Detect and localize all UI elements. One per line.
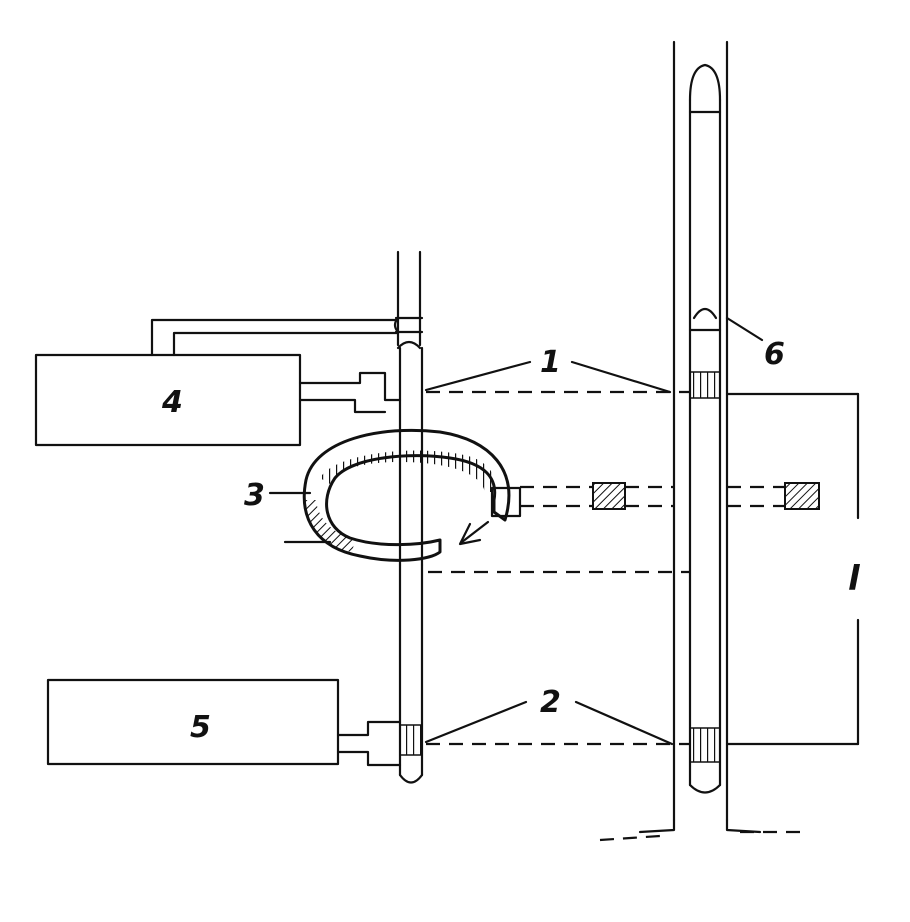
rotation-arrow xyxy=(458,520,490,546)
right-outer-tube xyxy=(638,40,762,834)
horseshoe-magnet xyxy=(302,428,522,562)
right-inner-rod xyxy=(688,63,722,794)
magnet-cross-sections xyxy=(592,482,820,510)
dimension-line-l: l xyxy=(848,392,861,746)
dashed-lines xyxy=(426,390,860,842)
box-4-wires xyxy=(150,318,402,414)
left-rod-lower-coil xyxy=(399,724,423,756)
box-4-label: 4 xyxy=(161,385,183,420)
right-rod-lower-coil xyxy=(689,727,721,763)
label-6-group: 6 xyxy=(725,316,785,372)
label-3-leader xyxy=(268,491,332,544)
box-5: 5 xyxy=(46,678,340,766)
label-1: 1 xyxy=(540,345,561,380)
label-3: 3 xyxy=(244,478,265,513)
right-rod-upper-coil xyxy=(689,371,721,399)
label-3-group: 3 xyxy=(244,478,265,513)
label-2: 2 xyxy=(540,685,561,720)
label-2-group: 2 xyxy=(424,685,674,746)
label-6: 6 xyxy=(764,337,785,372)
box-4: 4 xyxy=(34,353,302,447)
box-5-label: 5 xyxy=(190,710,211,745)
label-1-group: 1 xyxy=(424,345,672,394)
box-5-wires xyxy=(336,720,402,767)
dimension-label: l xyxy=(848,559,861,599)
